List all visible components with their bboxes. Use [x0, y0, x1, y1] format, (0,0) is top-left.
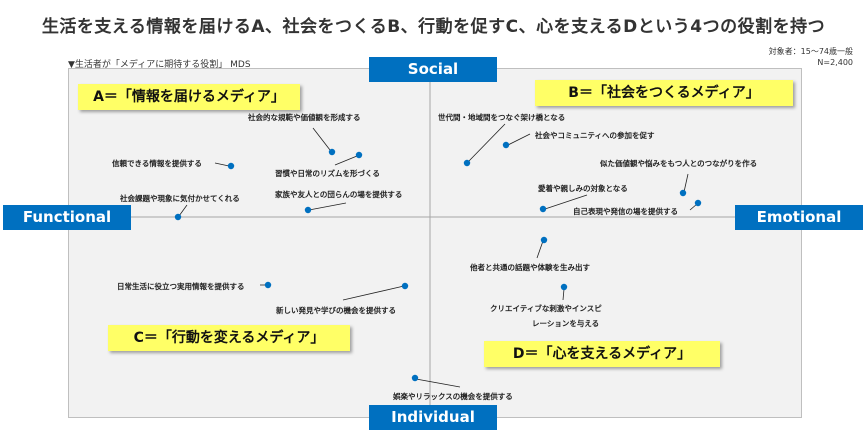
- data-point: [694, 199, 702, 207]
- data-point: [227, 162, 235, 170]
- point-label: 社会やコミュニティへの参加を促す: [535, 131, 655, 140]
- data-point: [174, 213, 182, 221]
- data-point: [679, 189, 687, 197]
- point-label: 似た価値観や悩みをもつ人とのつながりを作る: [600, 159, 758, 168]
- data-point: [401, 282, 409, 290]
- target-audience: 対象者：15〜74歳一般: [768, 47, 853, 56]
- quadrant-d-label: D＝「心を支えるメディア」: [484, 341, 720, 367]
- data-point: [539, 205, 547, 213]
- data-point: [540, 236, 548, 244]
- point-label: クリエイティブな刺激やインスピ: [490, 304, 602, 313]
- point-label: 信頼できる情報を提供する: [112, 159, 202, 168]
- data-point: [463, 159, 471, 167]
- point-label: 社会的な規範や価値観を形成する: [248, 113, 361, 122]
- point-label: 他者と共通の話題や体験を生み出す: [470, 263, 590, 272]
- data-point: [328, 148, 336, 156]
- point-label: 自己表現や発信の場を提供する: [573, 207, 678, 216]
- data-point: [502, 141, 510, 149]
- chart-subtitle: ▼生活者が「メディアに期待する役割」 MDS: [68, 60, 251, 70]
- point-label: 習慣や日常のリズムを形づくる: [275, 169, 380, 178]
- sample-size: N=2,400: [817, 58, 853, 67]
- point-label: 社会課題や現象に気付かせてくれる: [120, 194, 240, 203]
- sample-info: 対象者：15〜74歳一般 N=2,400: [769, 46, 853, 68]
- point-label: 娯楽やリラックスの機会を提供する: [393, 392, 513, 401]
- data-point: [355, 151, 363, 159]
- data-point: [304, 206, 312, 214]
- axis-label-social: Social: [369, 57, 497, 82]
- point-label: レーションを与える: [532, 319, 600, 328]
- point-label: 家族や友人との団らんの場を提供する: [275, 190, 403, 199]
- quadrant-b-label: B＝「社会をつくるメディア」: [535, 80, 793, 106]
- leader-lines: [178, 123, 698, 388]
- quadrant-a-label: A＝「情報を届けるメディア」: [78, 84, 300, 110]
- point-label: 日常生活に役立つ実用情報を提供する: [117, 282, 245, 291]
- point-label: 愛着や親しみの対象となる: [538, 184, 628, 193]
- data-point: [560, 283, 568, 291]
- page-title: 生活を支える情報を届けるA、社会をつくるB、行動を促すC、心を支えるDという4つ…: [41, 17, 826, 37]
- point-label: 新しい発見や学びの機会を提供する: [276, 306, 396, 315]
- point-label: 世代間・地域間をつなぐ架け橋となる: [438, 113, 566, 122]
- axis-label-individual: Individual: [369, 405, 497, 430]
- axis-label-functional: Functional: [3, 205, 131, 230]
- data-point: [411, 374, 419, 382]
- data-point: [264, 281, 272, 289]
- axis-label-emotional: Emotional: [735, 205, 863, 230]
- quadrant-c-label: C＝「行動を変えるメディア」: [108, 325, 350, 351]
